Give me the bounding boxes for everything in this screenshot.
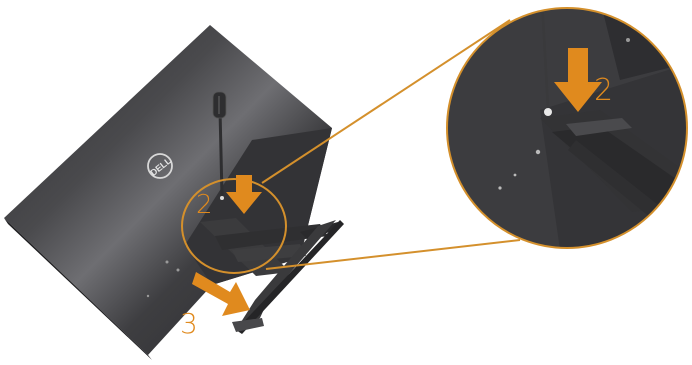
arrow-down-icon [226, 175, 262, 214]
panel-ports [146, 260, 180, 298]
step-3-label: 3 [180, 307, 198, 340]
arrow-down-icon [554, 48, 602, 112]
monitor-back-panel [4, 25, 332, 360]
detail-highlight-circle [181, 178, 287, 274]
zoom-detail-bubble [446, 7, 688, 249]
detail-step-2-label: 2 [594, 73, 613, 108]
callout-lines [261, 19, 521, 270]
step-2-label: 2 [196, 190, 213, 220]
arrow-pull-icon [192, 272, 250, 316]
screwdriver-icon [212, 91, 227, 200]
